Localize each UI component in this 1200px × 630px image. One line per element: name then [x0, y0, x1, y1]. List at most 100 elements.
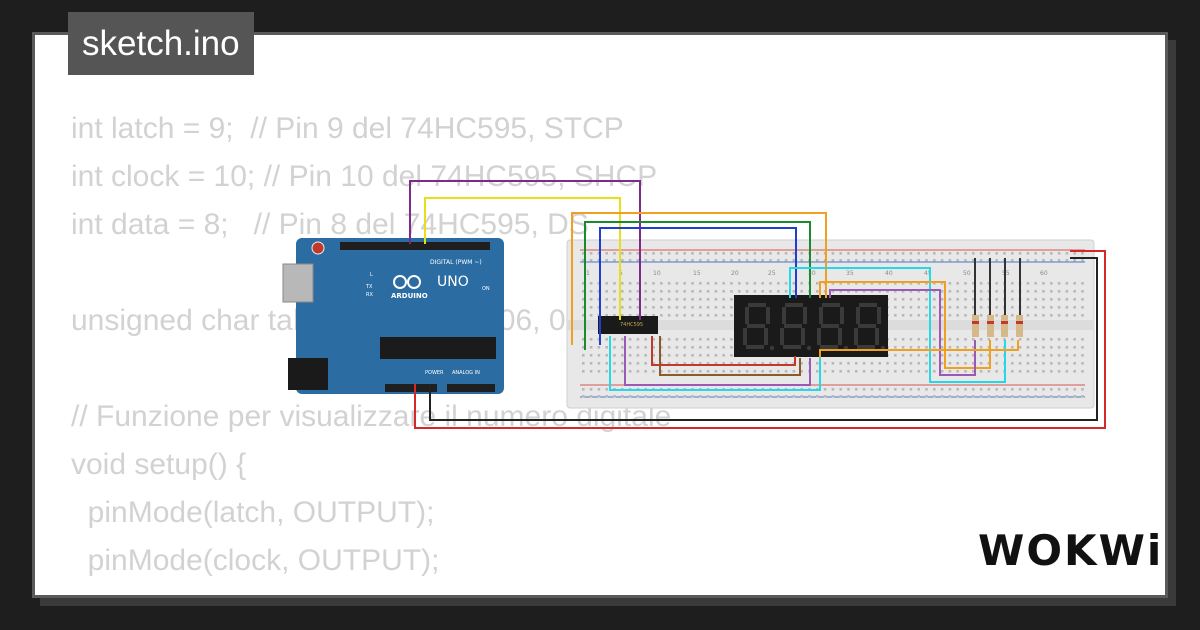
breadboard-hole — [636, 314, 640, 317]
breadboard-hole — [761, 282, 764, 285]
breadboard-hole — [675, 306, 679, 309]
breadboard-hole — [589, 259, 593, 262]
breadboard-hole — [730, 338, 733, 341]
resistor[interactable] — [1001, 315, 1008, 337]
breadboard-hole — [894, 314, 897, 317]
breadboard-hole — [1042, 395, 1045, 398]
breadboard-hole — [1050, 395, 1053, 398]
breadboard-hole — [948, 388, 952, 391]
breadboard-hole — [582, 298, 585, 301]
breadboard-hole — [628, 338, 632, 341]
breadboard-hole — [738, 252, 741, 255]
breadboard-hole — [628, 259, 632, 262]
arduino-uno-board[interactable]: DIGITAL (PWM ~) POWER ANALOG IN UNO ARDU… — [282, 238, 504, 394]
breadboard-hole — [628, 370, 632, 373]
breadboard-hole — [667, 354, 671, 357]
breadboard-hole — [621, 346, 624, 349]
breadboard-hole — [847, 362, 850, 365]
wire — [409, 180, 641, 320]
breadboard-hole — [909, 354, 913, 357]
breadboard-hole — [753, 282, 757, 285]
breadboard-hole — [917, 338, 920, 341]
breadboard-hole — [1026, 259, 1030, 262]
breadboard-hole — [1057, 282, 1061, 285]
breadboard-hole — [894, 395, 897, 398]
breadboard-hole — [816, 395, 819, 398]
breadboard-hole — [839, 395, 842, 398]
wokwi-logo: WOKWi — [978, 526, 1164, 575]
resistor[interactable] — [987, 315, 994, 337]
breadboard-hole — [1065, 290, 1069, 293]
breadboard-hole — [1026, 354, 1030, 357]
breadboard-hole — [823, 362, 827, 365]
breadboard-hole — [995, 259, 998, 262]
breadboard-hole — [722, 282, 725, 285]
wire — [829, 289, 976, 376]
breadboard-hole — [901, 306, 905, 309]
breadboard-hole — [597, 338, 601, 341]
breadboard-hole — [706, 362, 710, 365]
breadboard-hole — [964, 252, 967, 255]
display-segment — [780, 328, 784, 345]
breadboard-hole — [933, 370, 936, 373]
breadboard-hole — [987, 395, 991, 398]
breadboard-hole — [964, 354, 967, 357]
breadboard-hole — [667, 362, 671, 365]
breadboard-hole — [769, 290, 772, 293]
breadboard-hole — [855, 290, 858, 293]
breadboard-hole — [1018, 370, 1022, 373]
breadboard-hole — [582, 354, 585, 357]
breadboard-hole — [1057, 298, 1061, 301]
breadboard-hole — [621, 370, 624, 373]
breadboard-hole — [862, 282, 866, 285]
breadboard-hole — [730, 362, 733, 365]
breadboard-hole — [816, 252, 819, 255]
breadboard-hole — [738, 290, 741, 293]
breadboard-hole — [613, 282, 616, 285]
breadboard-hole — [870, 388, 874, 391]
breadboard-hole — [1018, 354, 1022, 357]
breadboard-hole — [956, 290, 959, 293]
shift-register-chip[interactable]: 74HC595 — [598, 316, 658, 334]
breadboard-hole — [699, 314, 702, 317]
breadboard-hole — [979, 298, 983, 301]
reset-button[interactable] — [311, 241, 325, 255]
breadboard-hole — [660, 306, 663, 309]
breadboard-hole — [1050, 346, 1053, 349]
breadboard-hole — [878, 282, 881, 285]
breadboard-hole — [691, 306, 694, 309]
breadboard-hole — [1057, 395, 1061, 398]
resistor[interactable] — [972, 315, 979, 337]
breadboard-hole — [683, 314, 686, 317]
display-segment — [857, 345, 875, 349]
file-title[interactable]: sketch.ino — [68, 12, 254, 75]
breadboard-hole — [925, 388, 928, 391]
breadboard-hole — [925, 252, 928, 255]
breadboard-hole — [667, 395, 671, 398]
breadboard-hole — [777, 370, 780, 373]
breadboard-hole — [1081, 395, 1084, 398]
analog-header — [447, 384, 495, 392]
display-segments — [743, 303, 886, 351]
wires — [409, 180, 1106, 429]
breadboard-hole — [1011, 290, 1014, 293]
breadboard-hole — [667, 259, 671, 262]
column-number: 15 — [693, 270, 701, 277]
display-segment — [782, 307, 786, 324]
breadboard-hole — [1073, 346, 1076, 349]
seven-segment-display[interactable] — [734, 295, 888, 357]
breadboard-hole — [589, 252, 593, 255]
breadboard-hole — [1026, 282, 1030, 285]
resistor[interactable] — [1016, 315, 1023, 337]
breadboard-hole — [730, 370, 733, 373]
breadboard-hole — [940, 338, 944, 341]
breadboard-hole — [847, 290, 850, 293]
breadboard-hole — [870, 259, 874, 262]
breadboard-hole — [777, 282, 780, 285]
breadboard-hole — [753, 370, 757, 373]
breadboard-hole — [1065, 298, 1069, 301]
digital-header — [340, 242, 490, 250]
breadboard-hole — [823, 370, 827, 373]
breadboard-hole — [831, 282, 835, 285]
breadboard-hole — [714, 252, 718, 255]
